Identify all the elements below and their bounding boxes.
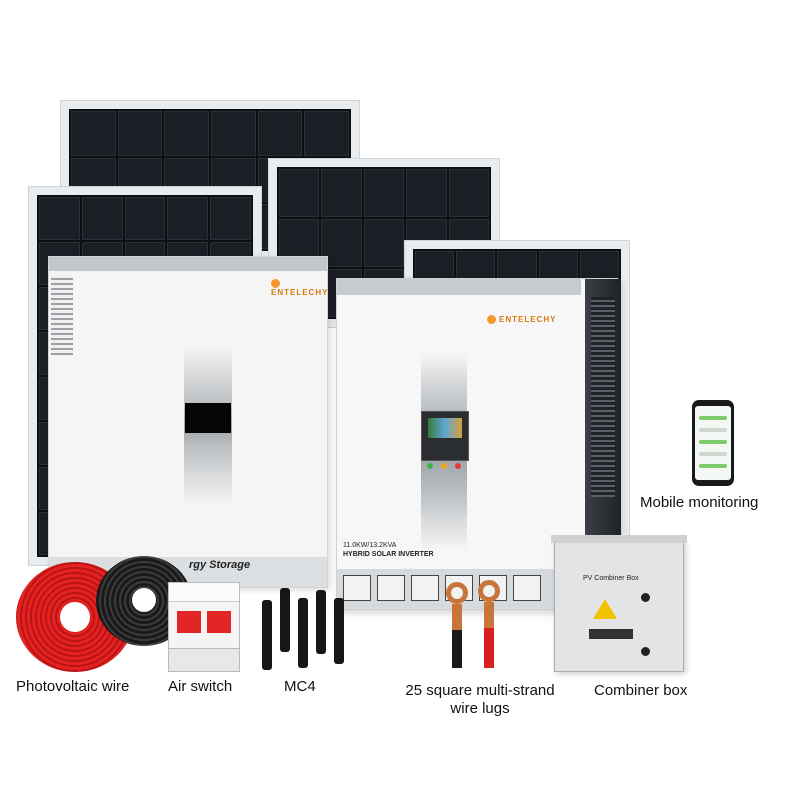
mc4-connector: [280, 588, 290, 652]
mobile-phone: [692, 400, 734, 486]
caption-wire-lugs: 25 square multi-strand wire lugs: [405, 682, 555, 717]
mode-icon: [411, 575, 439, 601]
wifi-icon: [513, 575, 541, 601]
battery-display: [185, 403, 231, 433]
inverter-lcd-screen: [421, 411, 469, 461]
wire-lug-black: [446, 582, 468, 604]
combiner-label-plate: [589, 629, 633, 639]
caption-air-switch: Air switch: [168, 678, 233, 695]
inverter-header-bar: [337, 279, 581, 295]
air-switch-breaker: [168, 582, 240, 672]
monitoring-app-screen: [695, 406, 731, 480]
battery-top-bar: [49, 257, 327, 271]
caption-mc4: MC4: [284, 678, 316, 695]
mc4-connector: [316, 590, 326, 654]
combiner-lock-top: [641, 593, 650, 602]
inverter-status-leds: [427, 463, 461, 477]
combiner-title: PV Combiner Box: [583, 575, 639, 582]
breaker-handle-right: [207, 611, 231, 633]
mc4-connector: [298, 598, 308, 668]
caption-combiner-box: Combiner box: [594, 682, 688, 699]
warning-triangle-icon: [593, 599, 617, 619]
inverter-brand-logo: ENTELECHY: [487, 315, 556, 325]
caption-mobile-monitoring: Mobile monitoring: [640, 494, 759, 511]
mppt-icon: [343, 575, 371, 601]
combiner-lock-bottom: [641, 647, 650, 656]
caption-photovoltaic-wire: Photovoltaic wire: [16, 678, 130, 695]
lug-cable-red: [484, 602, 494, 668]
breaker-handle-left: [177, 611, 201, 633]
pv-combiner-box: PV Combiner Box: [551, 535, 687, 672]
energy-storage-battery: ENTELECHY rgy Storage: [48, 256, 328, 588]
inverter-model-label: 11.0KW/13.2KVA HYBRID SOLAR INVERTER: [343, 542, 434, 558]
mc4-connector: [262, 600, 272, 670]
battery-side-vent: [51, 275, 73, 355]
mc4-connector: [334, 598, 344, 664]
battery-brand-logo: ENTELECHY: [271, 279, 328, 297]
lug-cable-black: [452, 604, 462, 668]
battery-label: rgy Storage: [189, 559, 251, 571]
wire-lug-red: [478, 580, 500, 602]
sine-wave-icon: [377, 575, 405, 601]
